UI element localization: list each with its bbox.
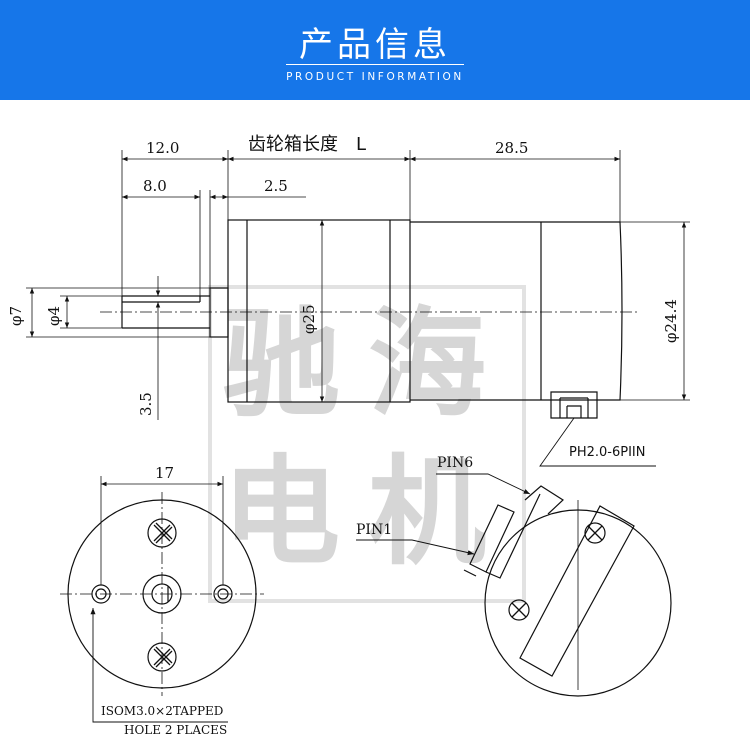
rear-terminal-board bbox=[519, 505, 635, 677]
page-title: 产品信息 bbox=[299, 25, 451, 65]
dim-flat-depth: 3.5 bbox=[137, 392, 155, 416]
hole-note-line2: HOLE 2 PLACES bbox=[124, 723, 228, 737]
header-banner: 产品信息 PRODUCT INFORMATION bbox=[0, 0, 750, 100]
screw-bottom bbox=[147, 642, 177, 672]
pin1-label: PIN1 bbox=[356, 522, 393, 538]
rear-connector-left bbox=[469, 504, 515, 573]
front-shaft bbox=[151, 583, 173, 605]
dim-flat-length: 8.0 bbox=[143, 177, 167, 195]
hole-note-line1: ISOM3.0×2TAPPED bbox=[101, 704, 224, 718]
page-subtitle: PRODUCT INFORMATION bbox=[286, 71, 464, 83]
front-view bbox=[60, 476, 264, 723]
technical-drawing bbox=[26, 150, 690, 723]
rear-screw-bottom bbox=[508, 599, 530, 621]
gearbox-body bbox=[227, 219, 411, 403]
dim-boss-diameter: φ7 bbox=[7, 305, 25, 326]
rear-screw-top bbox=[584, 522, 606, 544]
screw-top bbox=[147, 518, 177, 548]
rear-view bbox=[356, 473, 672, 697]
connector-label: PH2.0-6PIIN bbox=[569, 445, 646, 460]
dim-gearbox-length: 齿轮箱长度 L bbox=[248, 134, 367, 155]
pin6-label: PIN6 bbox=[437, 455, 474, 471]
side-view bbox=[26, 150, 690, 467]
dim-shaft-diameter: φ4 bbox=[45, 305, 63, 326]
dim-gearbox-diameter: φ25 bbox=[300, 304, 318, 334]
dim-motor-length: 28.5 bbox=[495, 139, 529, 157]
title-underline bbox=[286, 64, 464, 65]
motor-body bbox=[410, 221, 623, 401]
dim-hole-spacing: 17 bbox=[155, 464, 175, 482]
rear-connector-top bbox=[524, 485, 564, 515]
shaft-boss bbox=[209, 287, 229, 338]
dim-boss-length: 2.5 bbox=[264, 177, 288, 195]
dim-shaft-length: 12.0 bbox=[146, 139, 180, 157]
dim-motor-diameter: φ24.4 bbox=[662, 299, 680, 343]
front-boss bbox=[142, 574, 182, 614]
connector-housing bbox=[550, 391, 598, 419]
